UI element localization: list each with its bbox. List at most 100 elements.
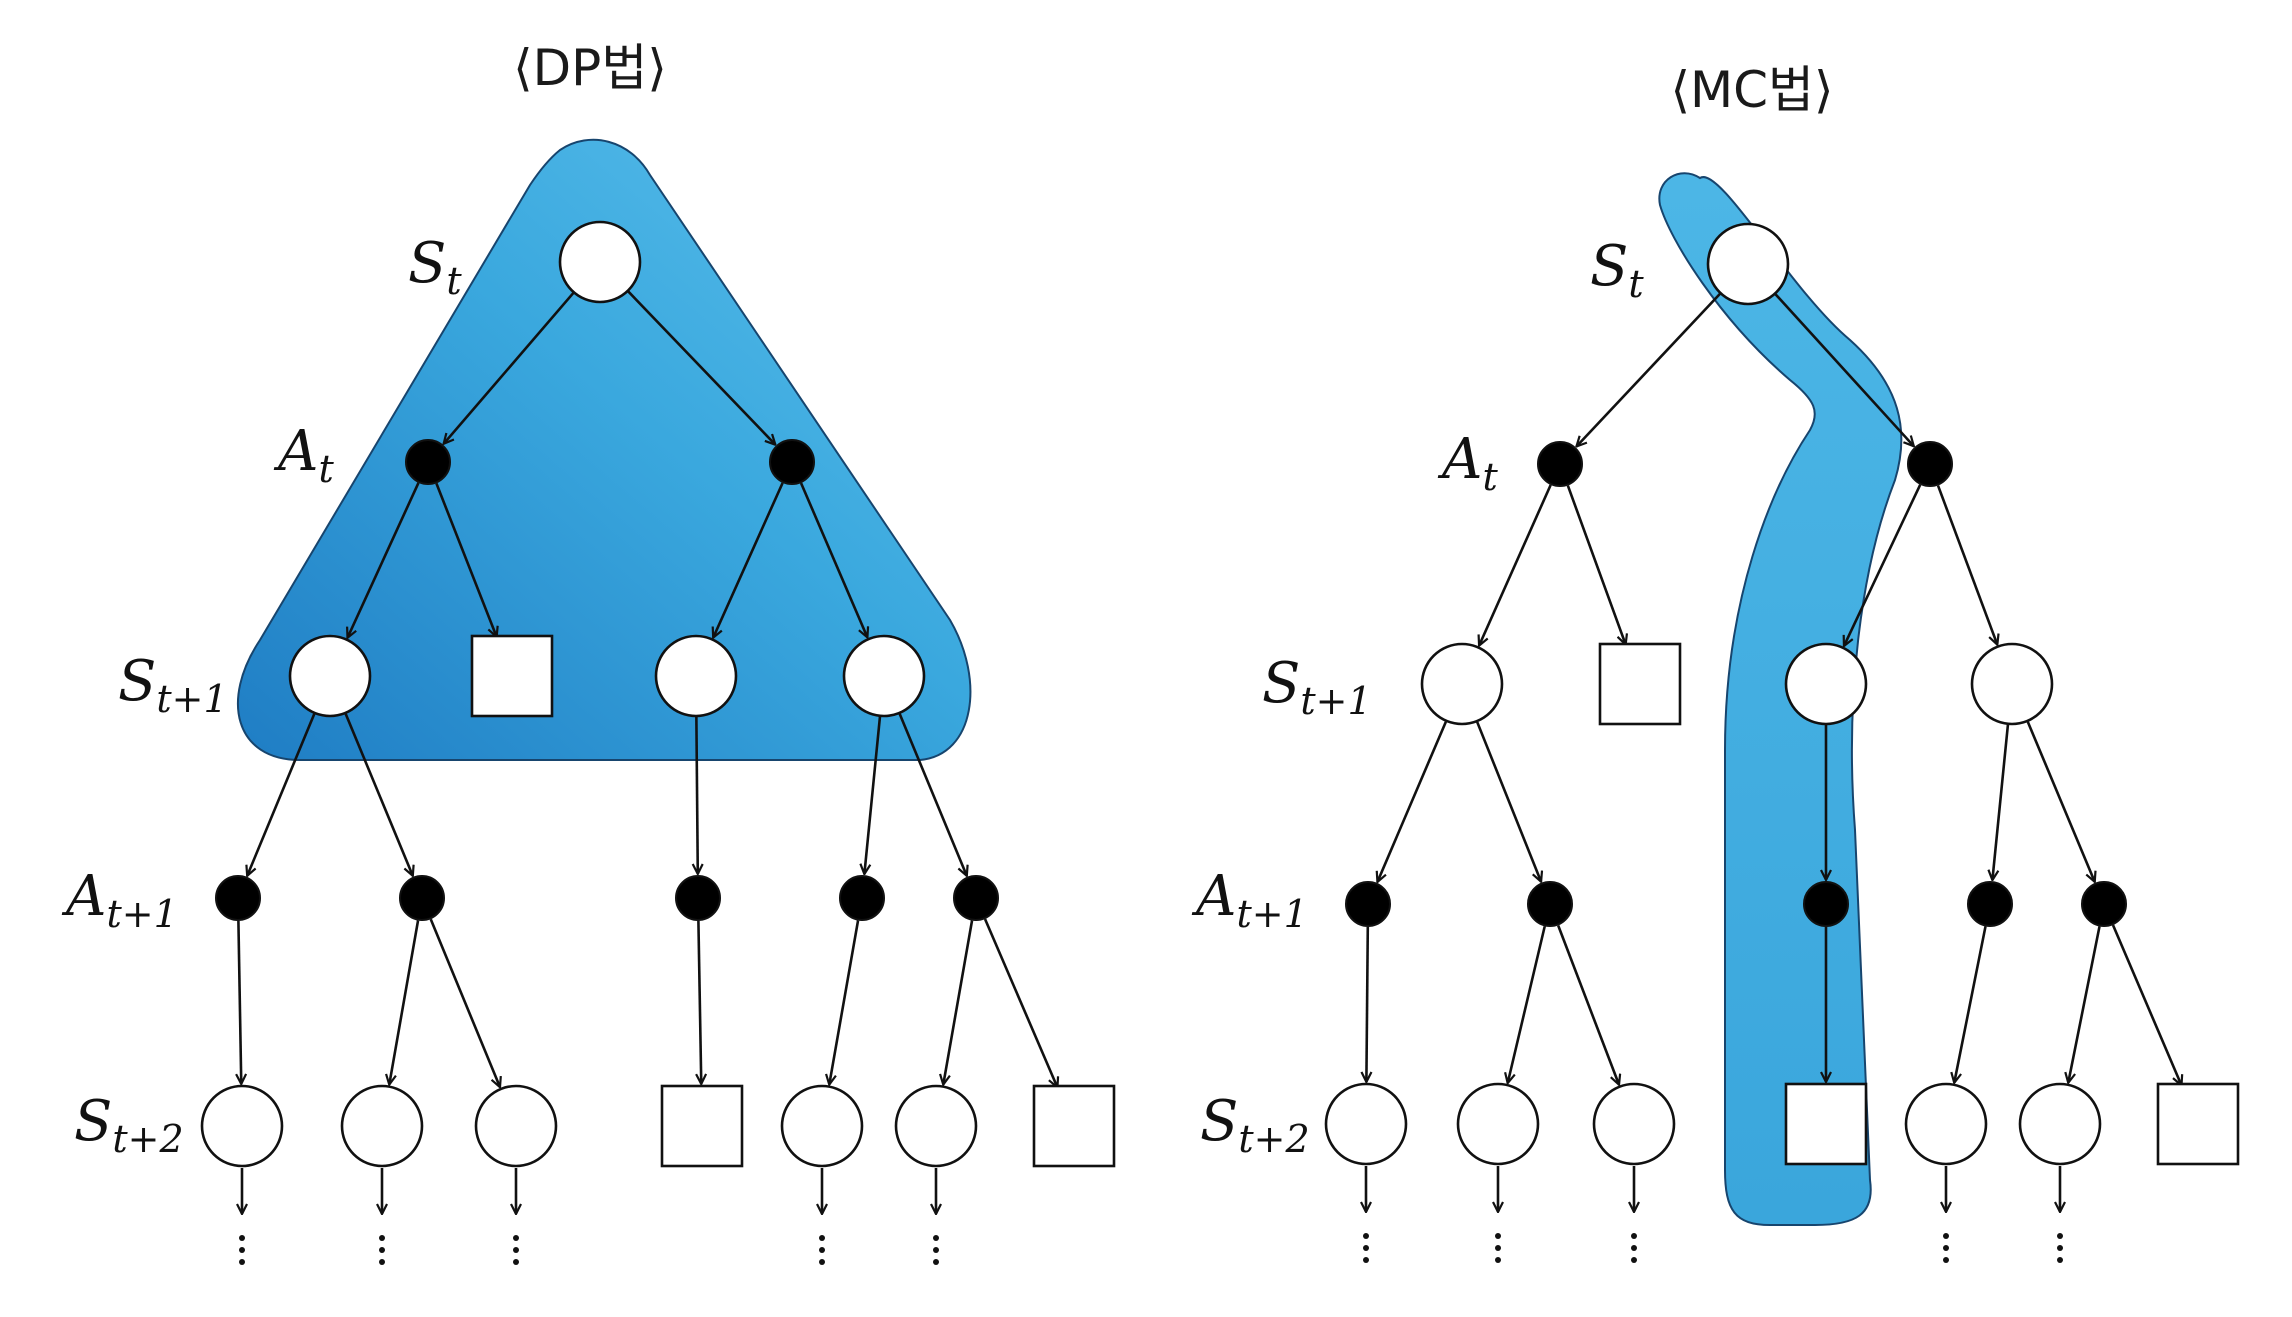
dp-state-node-s1 (288, 634, 372, 718)
mc-state-node-s2 (1784, 642, 1868, 726)
dp-edge-r-a2 (627, 290, 775, 445)
dp-edge-a2-s3 (799, 482, 867, 637)
dp-label-a-t1: At+1 (61, 864, 178, 936)
dp-label-s-t: St (408, 231, 462, 303)
dp-edge-a2-s2 (713, 482, 784, 638)
mc-edge-a1-t1 (1566, 485, 1626, 645)
dp-continuation-dot-c5-2 (819, 1259, 825, 1265)
dp-label-s-t1: St+1 (118, 649, 228, 721)
mc-continuation-dot-c5-0 (1943, 1233, 1949, 1239)
dp-continuation-dot-c2-1 (379, 1247, 385, 1253)
mc-edge-a2-s2 (1844, 484, 1922, 646)
dp-terminal-node-c7 (1032, 1084, 1116, 1168)
dp-action-node-a2 (769, 439, 815, 485)
dp-action-node-b5 (953, 875, 999, 921)
dp-state-node-c2 (340, 1084, 424, 1168)
mc-edge-a1-s1 (1479, 484, 1552, 646)
dp-continuation-dot-c3-2 (513, 1259, 519, 1265)
mc-continuation-dot-c1-1 (1363, 1245, 1369, 1251)
mc-action-node-a2 (1907, 441, 1953, 487)
mc-edge-s1-b1 (1377, 721, 1448, 882)
mc-terminal-node-c4 (1784, 1082, 1868, 1166)
mc-edge-b1-c1 (1366, 926, 1367, 1082)
dp-edge-b2-c3 (429, 918, 500, 1087)
dp-edge-s3-b5 (898, 713, 967, 876)
mc-edge-b5-c6 (2068, 926, 2101, 1083)
mc-state-node-s3 (1970, 642, 2054, 726)
dp-continuation-dot-c6-0 (933, 1235, 939, 1241)
dp-edge-b1-c1 (238, 920, 241, 1084)
dp-edge-b5-c6 (943, 920, 974, 1085)
mc-label-s-t1: St+1 (1262, 651, 1372, 723)
dp-edge-s2-b3 (696, 716, 697, 874)
dp-label-a-t: At (273, 419, 334, 491)
mc-edge-s3-b5 (2026, 721, 2095, 882)
nodes (200, 220, 2240, 1265)
mc-edge-a2-s3 (1936, 485, 1997, 645)
dp-edge-a1-s1 (347, 482, 420, 638)
dp-edge-s1-b2 (344, 713, 413, 876)
dp-edge-b4-c5 (829, 920, 860, 1085)
dp-label-s-t2: St+2 (74, 1089, 184, 1161)
dp-edge-a1-t1 (435, 482, 496, 636)
mc-state-node-c1 (1324, 1082, 1408, 1166)
dp-edge-b2-c2 (389, 920, 420, 1085)
mc-continuation-dot-c1-0 (1363, 1233, 1369, 1239)
mc-continuation-dot-c2-2 (1495, 1257, 1501, 1263)
dp-method-title: ⟨DP법⟩ (513, 39, 667, 97)
dp-continuation-dot-c1-1 (239, 1247, 245, 1253)
dp-state-node-s3 (842, 634, 926, 718)
dp-terminal-node-c4 (660, 1084, 744, 1168)
mc-edge-b2-c2 (1508, 926, 1546, 1083)
dp-action-node-b2 (399, 875, 445, 921)
mc-label-s-t2: St+2 (1200, 1089, 1310, 1161)
mc-edge-r-a1 (1576, 292, 1721, 447)
dp-state-node-c6 (894, 1084, 978, 1168)
dp-state-node-s2 (654, 634, 738, 718)
dp-state-node-c5 (780, 1084, 864, 1168)
dp-action-node-b4 (839, 875, 885, 921)
mc-state-node-r (1706, 222, 1790, 306)
mc-terminal-node-t1 (1598, 642, 1682, 726)
mc-action-node-a1 (1537, 441, 1583, 487)
mc-action-node-b1 (1345, 881, 1391, 927)
mc-state-node-c3 (1592, 1082, 1676, 1166)
dp-continuation-dot-c3-1 (513, 1247, 519, 1253)
mc-method-title: ⟨MC법⟩ (1670, 61, 1834, 119)
dp-continuation-dot-c6-2 (933, 1259, 939, 1265)
dp-edge-b3-c4 (698, 920, 701, 1084)
mc-state-node-s1 (1420, 642, 1504, 726)
dp-action-node-b1 (215, 875, 261, 921)
mc-continuation-dot-c3-1 (1631, 1245, 1637, 1251)
mc-continuation-dot-c1-2 (1363, 1257, 1369, 1263)
mc-continuation-dot-c6-0 (2057, 1233, 2063, 1239)
mc-label-s-t: St (1590, 234, 1644, 306)
dp-continuation-dot-c5-0 (819, 1235, 825, 1241)
dp-continuation-dot-c2-2 (379, 1259, 385, 1265)
dp-continuation-dot-c2-0 (379, 1235, 385, 1241)
mc-continuation-dot-c2-1 (1495, 1245, 1501, 1251)
mc-continuation-dot-c5-2 (1943, 1257, 1949, 1263)
dp-continuation-dot-c1-2 (239, 1259, 245, 1265)
dp-edge-s1-b1 (247, 713, 316, 876)
dp-continuation-dot-c3-0 (513, 1235, 519, 1241)
mc-edge-s3-b4 (1992, 724, 2010, 880)
mc-state-node-c6 (2018, 1082, 2102, 1166)
dp-action-node-a1 (405, 439, 451, 485)
mc-continuation-dot-c6-2 (2057, 1257, 2063, 1263)
mc-continuation-dot-c5-1 (1943, 1245, 1949, 1251)
mc-action-node-b3 (1803, 881, 1849, 927)
mc-label-a-t: At (1437, 427, 1498, 499)
mc-action-node-b2 (1527, 881, 1573, 927)
mc-action-node-b5 (2081, 881, 2127, 927)
mc-edge-r-a2 (1774, 293, 1914, 446)
mc-edge-s1-b2 (1476, 721, 1541, 882)
mc-state-node-c2 (1456, 1082, 1540, 1166)
mc-action-node-b4 (1967, 881, 2013, 927)
mc-continuation-dot-c6-1 (2057, 1245, 2063, 1251)
dp-edge-s3-b4 (864, 716, 882, 874)
mc-edge-b2-c3 (1556, 925, 1619, 1084)
mc-state-node-c5 (1904, 1082, 1988, 1166)
mc-continuation-dot-c3-0 (1631, 1233, 1637, 1239)
